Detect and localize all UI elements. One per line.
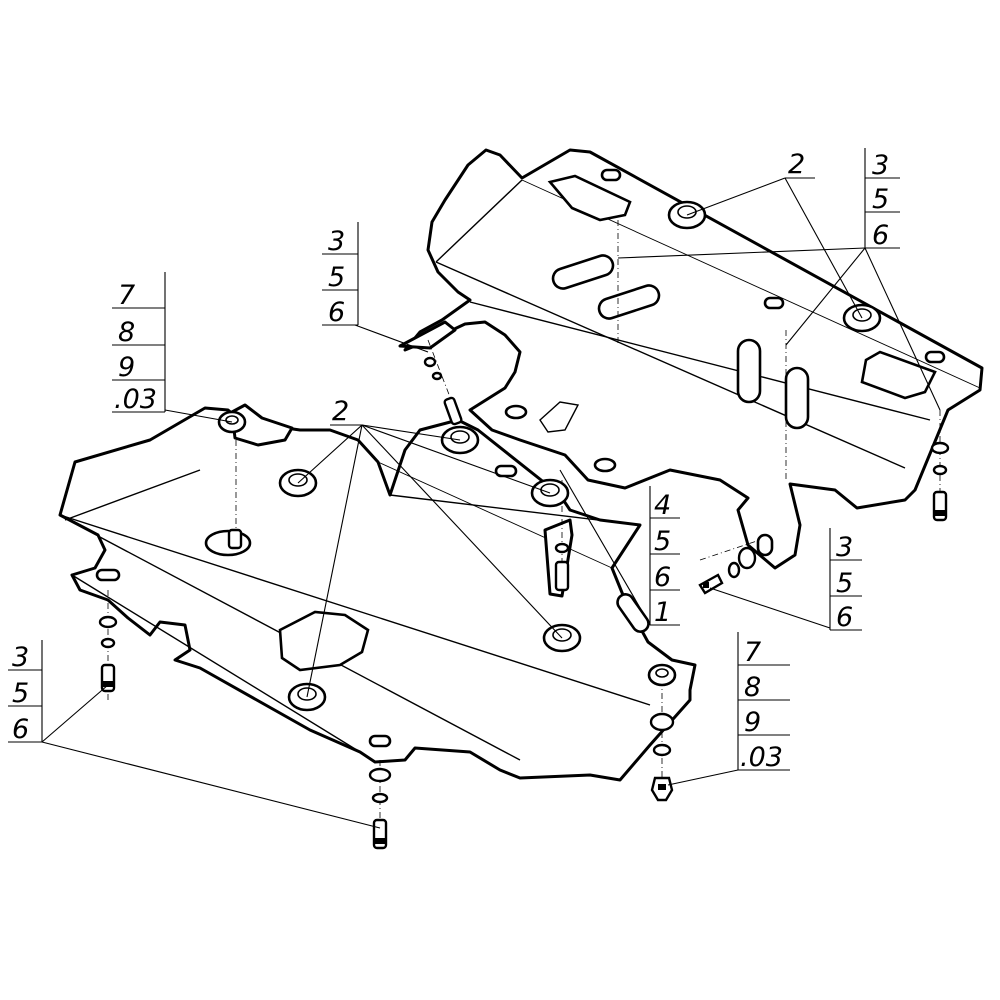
callout-label: 5 (12, 678, 29, 709)
callout-label: 9 (744, 707, 761, 738)
callout-label: 8 (118, 317, 135, 348)
callout-7-8-9-03-left: 7 8 9 .03 (112, 272, 166, 415)
callout-label: .03 (114, 384, 157, 415)
fastener-stack-bottom (368, 767, 392, 850)
callout-label: 7 (744, 637, 761, 668)
callout-label: 3 (836, 532, 853, 563)
fasteners (98, 356, 950, 850)
callout-label: 8 (744, 672, 761, 703)
callout-label: 5 (872, 184, 889, 215)
fastener-stack-side (698, 546, 757, 595)
callout-label: 6 (12, 714, 29, 745)
callout-label: 3 (872, 150, 889, 181)
fastener-stack-left (98, 615, 118, 693)
callout-tables: 7 8 9 .03 3 5 6 2 2 3 5 6 (8, 148, 900, 773)
rear-skid-plate (403, 148, 984, 570)
callout-label: 9 (118, 352, 135, 383)
callout-3-5-6-right: 3 5 6 (829, 528, 862, 633)
callout-2-middle: 2 (330, 396, 362, 427)
callout-label: 2 (332, 396, 349, 427)
callout-label: 6 (654, 562, 671, 593)
callout-label: 6 (836, 602, 853, 633)
fastener-stack-bottom-right (649, 712, 675, 802)
callout-label: 7 (118, 280, 135, 311)
callout-label: 1 (654, 597, 671, 628)
callout-label: 5 (654, 526, 671, 557)
callout-3-5-6-left: 3 5 6 (8, 640, 43, 745)
callout-2-top: 2 (785, 149, 815, 180)
callout-label: 2 (788, 149, 805, 180)
callout-label: .03 (740, 742, 783, 773)
fastener-stack-mid (423, 356, 463, 426)
callout-label: 6 (872, 220, 889, 251)
fastener-stack-center (554, 542, 570, 592)
callout-label: 5 (836, 568, 853, 599)
callout-label: 5 (328, 262, 345, 293)
callout-label: 3 (328, 226, 345, 257)
callout-label: 4 (654, 490, 671, 521)
fastener-stack-right (930, 441, 950, 522)
callout-3-5-6-upper-mid: 3 5 6 (322, 222, 359, 328)
callout-label: 6 (328, 297, 345, 328)
weld-nut (647, 663, 677, 687)
leader-lines (41, 177, 941, 829)
callout-3-5-6-top-right: 3 5 6 (864, 148, 900, 251)
callout-7-8-9-03-bottom: 7 8 9 .03 (737, 632, 790, 773)
callout-label: 3 (12, 642, 29, 673)
callout-4-5-6-1: 4 5 6 1 (649, 486, 680, 628)
